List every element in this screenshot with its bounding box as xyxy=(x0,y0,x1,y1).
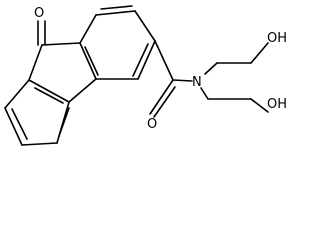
hydroxyl-upper-label: OH xyxy=(267,31,287,46)
bond xyxy=(58,107,70,137)
bond xyxy=(21,142,58,146)
bond xyxy=(153,86,176,118)
fluorenone-core xyxy=(4,5,156,146)
bond xyxy=(28,79,70,103)
bond xyxy=(95,10,136,16)
bond xyxy=(200,87,209,100)
bond xyxy=(137,40,156,80)
bond xyxy=(134,10,156,42)
bond xyxy=(132,43,149,77)
bond xyxy=(250,98,269,113)
bond xyxy=(68,78,97,103)
bond xyxy=(204,62,218,75)
bond xyxy=(250,42,269,64)
chemical-structure: O O N OH OH xyxy=(4,5,287,146)
amide-nitrogen-label: N xyxy=(192,75,202,90)
bond xyxy=(4,107,23,146)
bond xyxy=(149,79,174,115)
ketone-oxygen-label: O xyxy=(34,6,44,21)
bond xyxy=(172,79,193,82)
bond xyxy=(41,42,81,46)
amide-oxygen-label: O xyxy=(147,117,157,132)
hydroxyethyl-chains xyxy=(207,42,269,113)
bond xyxy=(100,5,133,10)
bond xyxy=(4,79,30,109)
hydroxyl-lower-label: OH xyxy=(267,97,287,112)
bond xyxy=(154,40,174,81)
bond xyxy=(11,108,28,140)
bond xyxy=(28,44,43,81)
bond xyxy=(79,14,97,44)
amide-group xyxy=(149,40,218,118)
bond xyxy=(34,87,64,104)
bond xyxy=(79,42,97,80)
bond xyxy=(84,46,99,76)
